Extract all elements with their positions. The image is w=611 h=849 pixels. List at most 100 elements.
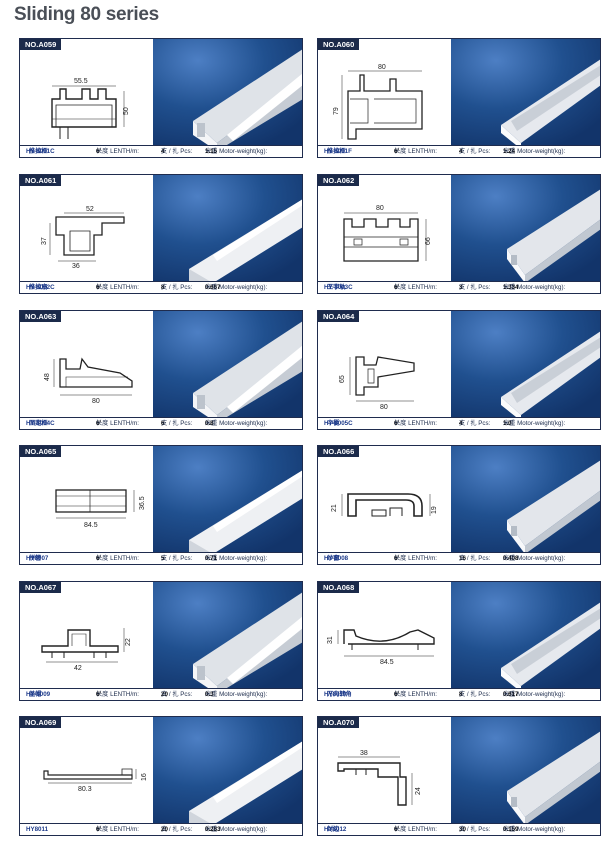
dimension-label: 50 [123, 107, 130, 115]
product-name: 中梃 [327, 420, 340, 427]
dimension-label: 84.5 [380, 659, 394, 666]
pcs-spec: 支 / 扎 Pcs: 3 [459, 284, 491, 291]
dimension-label: 52 [86, 206, 94, 213]
weight-spec: 米重 Motor-weight(kg): 0.283 [205, 826, 268, 833]
length-spec: 长度 LENTH/m: 6' [394, 420, 437, 427]
product-name: 封边 [327, 826, 340, 833]
dimension-label: 65 [339, 375, 346, 383]
cross-section-drawing: 52 37 36 [20, 175, 153, 282]
length-spec: 长度 LENTH/m: 6' [96, 420, 139, 427]
product-code-badge: NO.A066 [318, 446, 360, 457]
product-card: NO.A069 80.3 16 HY8011 长度 LENTH/m: 6' 支 … [19, 716, 303, 836]
pcs-spec: 支 / 扎 Pcs: 4 [459, 148, 491, 155]
length-spec: 长度 LENTH/m: 6' [96, 826, 139, 833]
profile-photo [451, 717, 600, 824]
dimension-label: 36.5 [139, 496, 146, 510]
weight-spec: 米重 Motor-weight(kg): 0.8 [205, 420, 268, 427]
weight-spec: 米重 Motor-weight(kg): 1.334 [503, 284, 566, 291]
dimension-label: 31 [327, 636, 334, 644]
length-spec: 长度 LENTH/m: 6' [394, 555, 437, 562]
dimension-label: 37 [41, 237, 48, 245]
product-name: 推拉扇 [29, 284, 48, 291]
product-code-badge: NO.A062 [318, 175, 360, 186]
product-code-badge: NO.A060 [318, 39, 360, 50]
cross-section-drawing: 80 79 [318, 39, 451, 146]
spec-bar: HY8011 长度 LENTH/m: 6' 支 / 扎 Pcs: 20 米重 M… [20, 823, 302, 835]
pcs-spec: 支 / 扎 Pcs: 20 [161, 826, 193, 833]
dimension-label: 80.3 [78, 786, 92, 793]
dimension-label: 79 [333, 107, 340, 115]
profile-photo [153, 582, 302, 689]
cross-section-drawing: 21 19 [318, 446, 451, 553]
length-spec: 长度 LENTH/m: 6' [96, 691, 139, 698]
dimension-label: 22 [125, 638, 132, 646]
cross-section-drawing: 80 66 [318, 175, 451, 282]
length-spec: 长度 LENTH/m: 6' [96, 555, 139, 562]
dimension-label: 21 [331, 504, 338, 512]
product-code-badge: NO.A067 [20, 582, 62, 593]
length-spec: 长度 LENTH/m: 6' [96, 148, 139, 155]
weight-spec: 米重 Motor-weight(kg): 0.71 [205, 555, 268, 562]
dimension-label: 80 [92, 398, 100, 405]
page-title: Sliding 80 series [14, 4, 159, 25]
cross-section-drawing: 48 80 [20, 311, 153, 418]
dimension-label: 84.5 [84, 522, 98, 529]
product-name: 盖帽 [29, 691, 42, 698]
weight-spec: 米重 Motor-weight(kg): 1.15 [205, 148, 268, 155]
pcs-spec: 支 / 扎 Pcs: 6 [161, 420, 193, 427]
profile-photo [153, 311, 302, 418]
length-spec: 长度 LENTH/m: 6' [394, 148, 437, 155]
pcs-spec: 支 / 扎 Pcs: 8 [161, 284, 193, 291]
profile-photo [153, 446, 302, 553]
product-name: 推拉框 [29, 148, 48, 155]
product-code-badge: NO.A065 [20, 446, 62, 457]
pcs-spec: 支 / 扎 Pcs: 5 [161, 555, 193, 562]
profile-photo [451, 175, 600, 282]
product-code-badge: NO.A068 [318, 582, 360, 593]
dimension-label: 55.5 [74, 78, 88, 85]
pcs-spec: 支 / 扎 Pcs: 4 [459, 420, 491, 427]
profile-photo [153, 175, 302, 282]
product-name: 拼管 [29, 555, 42, 562]
weight-spec: 米重 Motor-weight(kg): 1.24 [503, 148, 566, 155]
profile-photo [153, 39, 302, 146]
product-name: 推拉框 [327, 148, 346, 155]
cross-section-drawing: 22 42 [20, 582, 153, 689]
dimension-label: 80 [380, 404, 388, 411]
cross-section-drawing: 31 84.5 [318, 582, 451, 689]
profile-photo [451, 582, 600, 689]
dimension-label: 66 [425, 237, 432, 245]
dimension-label: 42 [74, 665, 82, 672]
length-spec: 长度 LENTH/m: 6' [394, 284, 437, 291]
product-code-badge: NO.A070 [318, 717, 360, 728]
cross-section-drawing: 55.5 50 [20, 39, 153, 146]
dimension-label: 19 [431, 506, 438, 514]
product-code-badge: NO.A063 [20, 311, 62, 322]
product-name: 万向转角 [327, 691, 352, 698]
product-code-badge: NO.A069 [20, 717, 62, 728]
product-name: 固定框 [29, 420, 48, 427]
weight-spec: 米重 Motor-weight(kg): 0.408 [503, 555, 566, 562]
pcs-spec: 支 / 扎 Pcs: 8 [459, 691, 491, 698]
product-code-badge: NO.A064 [318, 311, 360, 322]
cross-section-drawing: 84.5 36.5 [20, 446, 153, 553]
dimension-label: 80 [376, 205, 384, 212]
